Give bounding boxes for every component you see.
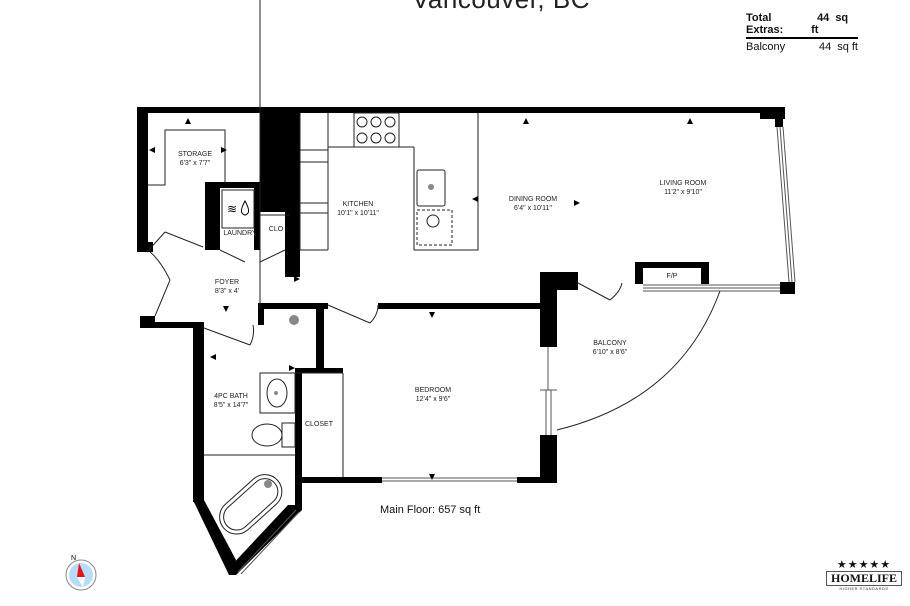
sink-faucet-icon [428,184,434,190]
logo-tagline: HIGHER STANDARDS [839,586,889,591]
windows [237,126,796,575]
bath-sink-faucet-icon [274,391,278,395]
extras-row-unit: sq ft [837,41,858,53]
dimension-arrows [149,118,693,480]
extras-total-value: 44 [817,12,830,24]
room-label-bedroom: BEDROOM 12'4" x 9'6" [414,387,452,403]
bath-angled-wall [193,500,236,575]
tub-drain-icon [264,480,272,488]
fixtures [146,0,721,535]
room-label-laundry: LAUNDRY [223,230,257,237]
room-label-clo: CLO [268,226,284,233]
extras-row: Balcony 44 sq ft [746,39,858,53]
page-title: Vancouver, BC [412,0,590,15]
logo-name: HOMELIFE [826,571,902,586]
shower-head-icon [289,315,299,325]
room-label-kitchen: KITCHEN 10'1" x 10'11" [337,201,379,217]
logo-stars-icon: ★★★★★ [836,559,892,571]
extras-total-label: Total Extras: [746,12,784,36]
extras-row-label: Balcony [746,41,786,53]
walls [137,107,795,508]
extras-total-unit: sq ft [811,12,849,36]
water-drop-icon [240,199,250,216]
compass-icon: N [63,553,99,598]
room-label-storage: STORAGE 6'3" x 7'7" [177,151,213,167]
room-label-foyer: FOYER 8'3" x 4' [214,279,240,295]
room-label-fp: F/P [666,273,678,280]
room-label-closet: CLOSET [304,421,334,428]
main-floor-area: Main Floor: 657 sq ft [380,504,481,516]
compass-north-label: N [71,555,76,562]
room-label-balcony: BALCONY 6'10" x 8'6" [592,340,628,356]
room-label-living: LIVING ROOM 11'2" x 9'10" [659,180,707,196]
homelife-logo: ★★★★★ HOMELIFE HIGHER STANDARDS [826,560,902,591]
extras-row-value: 44 [818,41,832,53]
room-label-bath: 4PC BATH 8'5" x 14'7" [213,393,249,409]
room-label-dining: DINING ROOM 6'4" x 10'11" [508,196,558,212]
washer-icon: ≋ [227,202,237,216]
